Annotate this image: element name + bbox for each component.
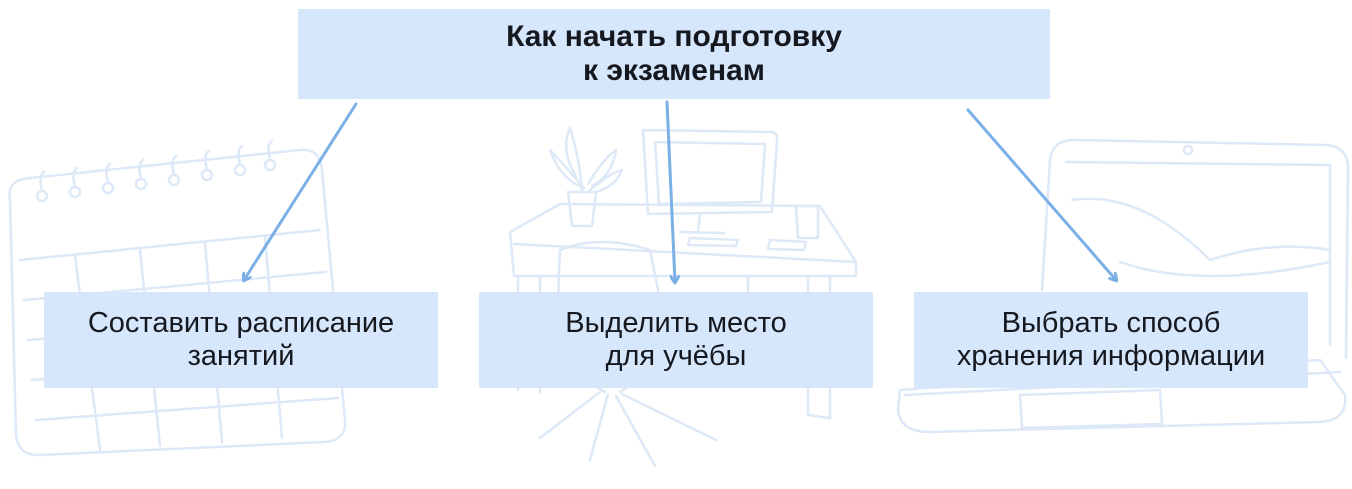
step-box-info-storage: Выбрать способ хранения информации <box>914 292 1308 388</box>
arrow-to-step-1 <box>244 102 358 280</box>
step-box-schedule: Составить расписание занятий <box>44 292 438 388</box>
laptop-illustration <box>896 138 1350 434</box>
step-2-line-1: Выделить место <box>565 307 787 339</box>
title-box: Как начать подготовку к экзаменам <box>298 9 1050 99</box>
arrow-to-step-2 <box>665 100 675 282</box>
calendar-rings <box>35 139 277 203</box>
step-1-line-2: занятий <box>187 340 295 372</box>
title-line-2: к экзаменам <box>582 54 765 87</box>
desk-illustration <box>508 126 858 468</box>
step-3-line-2: хранения информации <box>956 340 1266 372</box>
step-2-line-2: для учёбы <box>605 340 747 372</box>
arrows <box>244 100 1116 282</box>
title-line-1: Как начать подготовку <box>506 20 842 53</box>
step-3-line-1: Выбрать способ <box>1001 307 1221 339</box>
arrow-to-step-3 <box>966 108 1116 280</box>
step-box-study-place: Выделить место для учёбы <box>479 292 873 388</box>
step-1-line-1: Составить расписание <box>87 307 395 339</box>
